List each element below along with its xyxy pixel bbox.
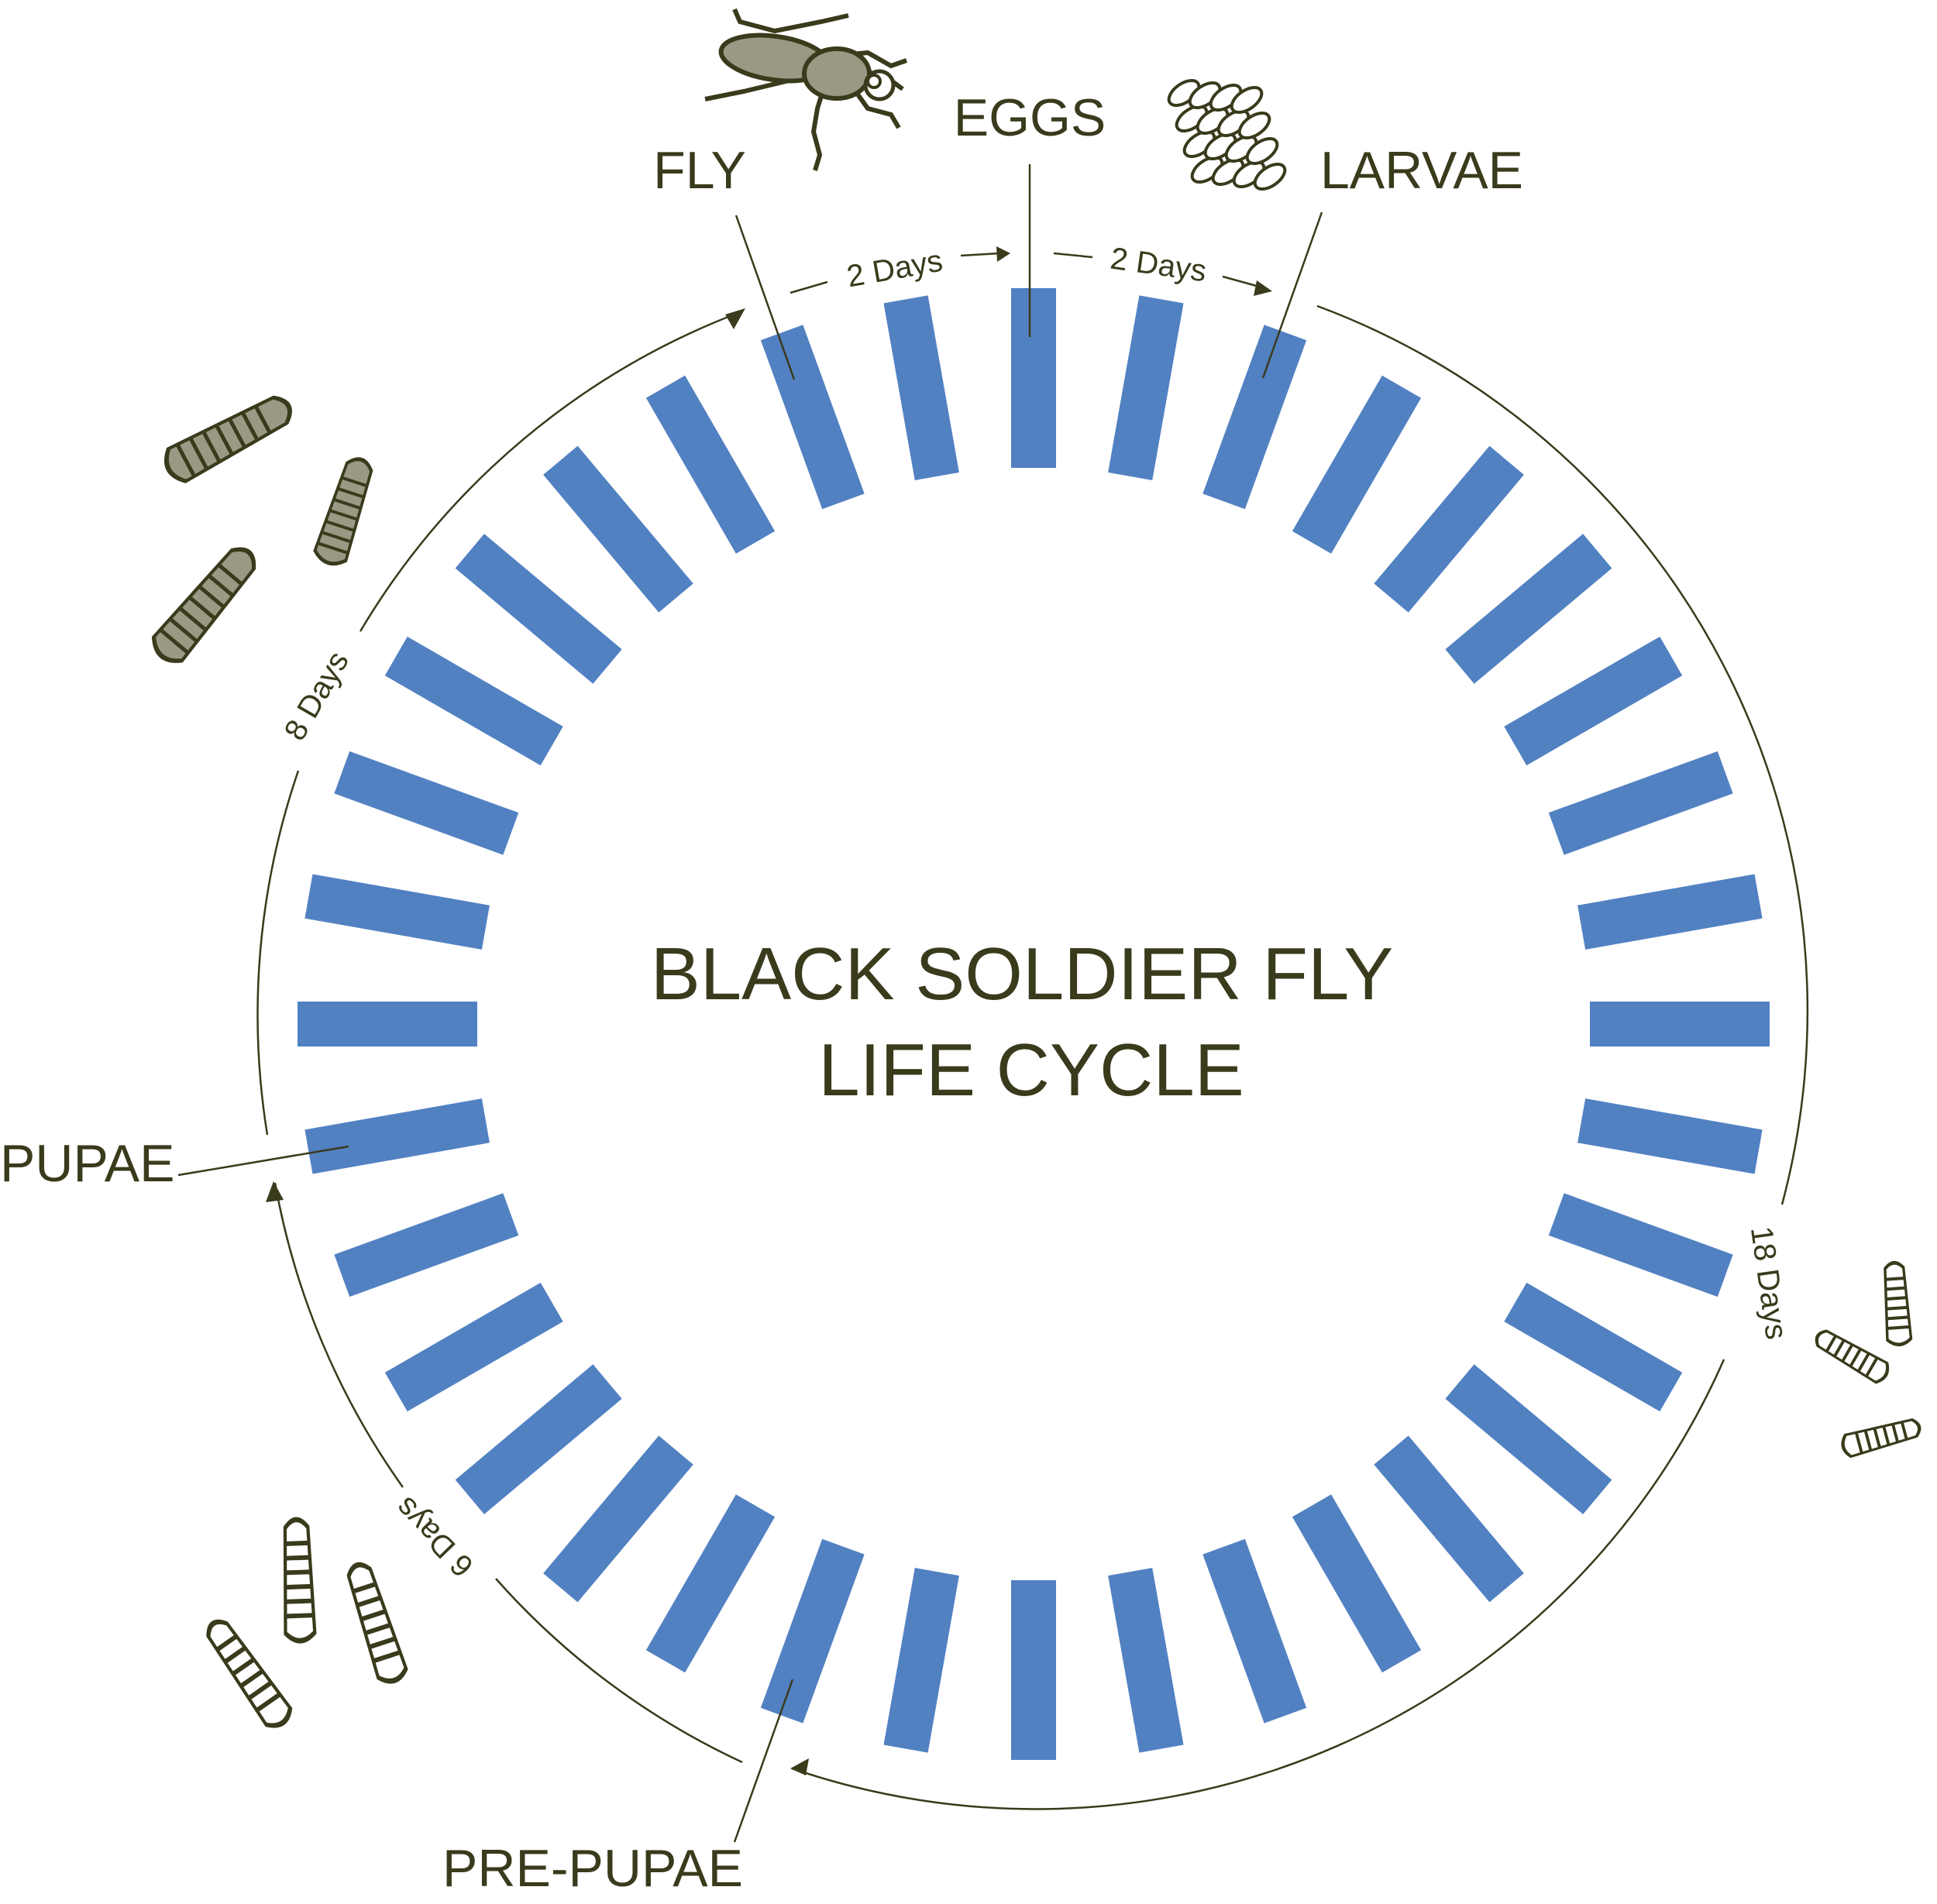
ray-segment [1374,1435,1524,1603]
stage-label-larvae: LARVAE [1320,141,1523,200]
duration-pupae-to-fly: 8 Days [278,646,356,747]
stage-label-eggs: EGGS [954,88,1106,147]
ray-segment [1202,1538,1307,1724]
ray-segment [455,534,622,684]
ray-segment [1590,1002,1770,1047]
ray-segment [1108,1568,1184,1753]
leader-pupae [177,1145,349,1177]
ray-segment [1202,325,1307,510]
ray-segment [543,445,693,613]
ray-segment [883,1568,959,1753]
ray-segment [645,1494,776,1673]
arc-prepupae-to-pupae-upper [274,1182,404,1488]
ray-segment [1011,1580,1056,1760]
fly-icon [704,8,907,171]
ray-segment [1108,295,1184,480]
arc-larvae-to-prepupae-lower [791,1359,1725,1810]
arrow-eggs-to-larvae-left [1053,252,1093,259]
ray-segment [384,1282,563,1412]
arrow-fly-to-eggs-right [960,252,1000,257]
eggs-icon [1167,79,1287,191]
arc-larvae-to-prepupae [1316,304,1809,1205]
ray-segment [1577,1098,1763,1174]
arc-pupae-to-fly-upper [359,310,743,632]
arrowhead-pupae [266,1181,284,1202]
leader-prepupae [733,1679,794,1843]
stage-label-fly: FLY [653,141,746,200]
arrowhead-eggs [996,246,1010,262]
ray-segment [334,751,519,855]
pre-pupae-icon [1812,1262,1922,1458]
pupae-icon [201,1519,408,1731]
ray-segment [1504,1282,1683,1412]
ray-segment [760,1538,865,1724]
duration-larvae-to-prepupae: 18 Days [1744,1224,1794,1341]
ray-segment [1011,288,1056,468]
stage-label-prepupae: PRE-PUPAE [442,1839,743,1898]
ray-segment [1548,751,1733,855]
ray-segment [1577,874,1763,950]
ray-segment [760,325,865,510]
ray-segment [645,375,776,554]
cycle-arrows [256,246,1809,1810]
duration-eggs-to-larvae: 2 Days [1108,242,1208,289]
leader-fly [735,215,796,380]
arrowhead-prepupae [790,1758,809,1775]
egg-shape [1253,163,1287,191]
arc-pupae-to-fly-lower [256,770,300,1136]
ray-segment [304,1098,490,1174]
ray-segment [384,636,563,766]
stage-label-pupae: PUPAE [0,1134,174,1193]
ray-segment [1292,375,1422,554]
ray-segment [1374,445,1524,613]
arrow-fly-to-eggs-left [790,280,828,294]
ray-segment [1445,534,1612,684]
diagram-title-line1: BLACK SOLDIER FLY [651,933,1394,1016]
ray-segment [883,295,959,480]
ray-segment [1445,1364,1612,1514]
egg-shape [1237,112,1271,139]
larvae-icon [148,390,377,668]
egg-shape [1230,86,1264,114]
ray-segment [1548,1193,1733,1297]
stage-leader-lines [177,164,1323,1843]
diagram-title-line2: LIFE CYCLE [818,1029,1244,1112]
ray-segment [334,1193,519,1297]
ray-segment [543,1435,693,1603]
arrowhead-fly [725,308,745,329]
ray-segment [455,1364,622,1514]
duration-fly-to-eggs: 2 Days [845,244,945,294]
ray-segment [298,1002,477,1047]
arrow-eggs-to-larvae-right [1222,275,1260,288]
ray-segment [304,874,490,950]
arrowhead-larvae [1254,280,1272,296]
arc-prepupae-to-pupae [495,1578,743,1764]
leader-larvae [1261,211,1323,379]
egg-shape [1245,137,1279,165]
ray-segment [1292,1494,1422,1673]
duration-prepupae-to-pupae: 6 Days [389,1490,480,1583]
ray-segment [1504,636,1683,766]
radial-rays [298,288,1770,1760]
